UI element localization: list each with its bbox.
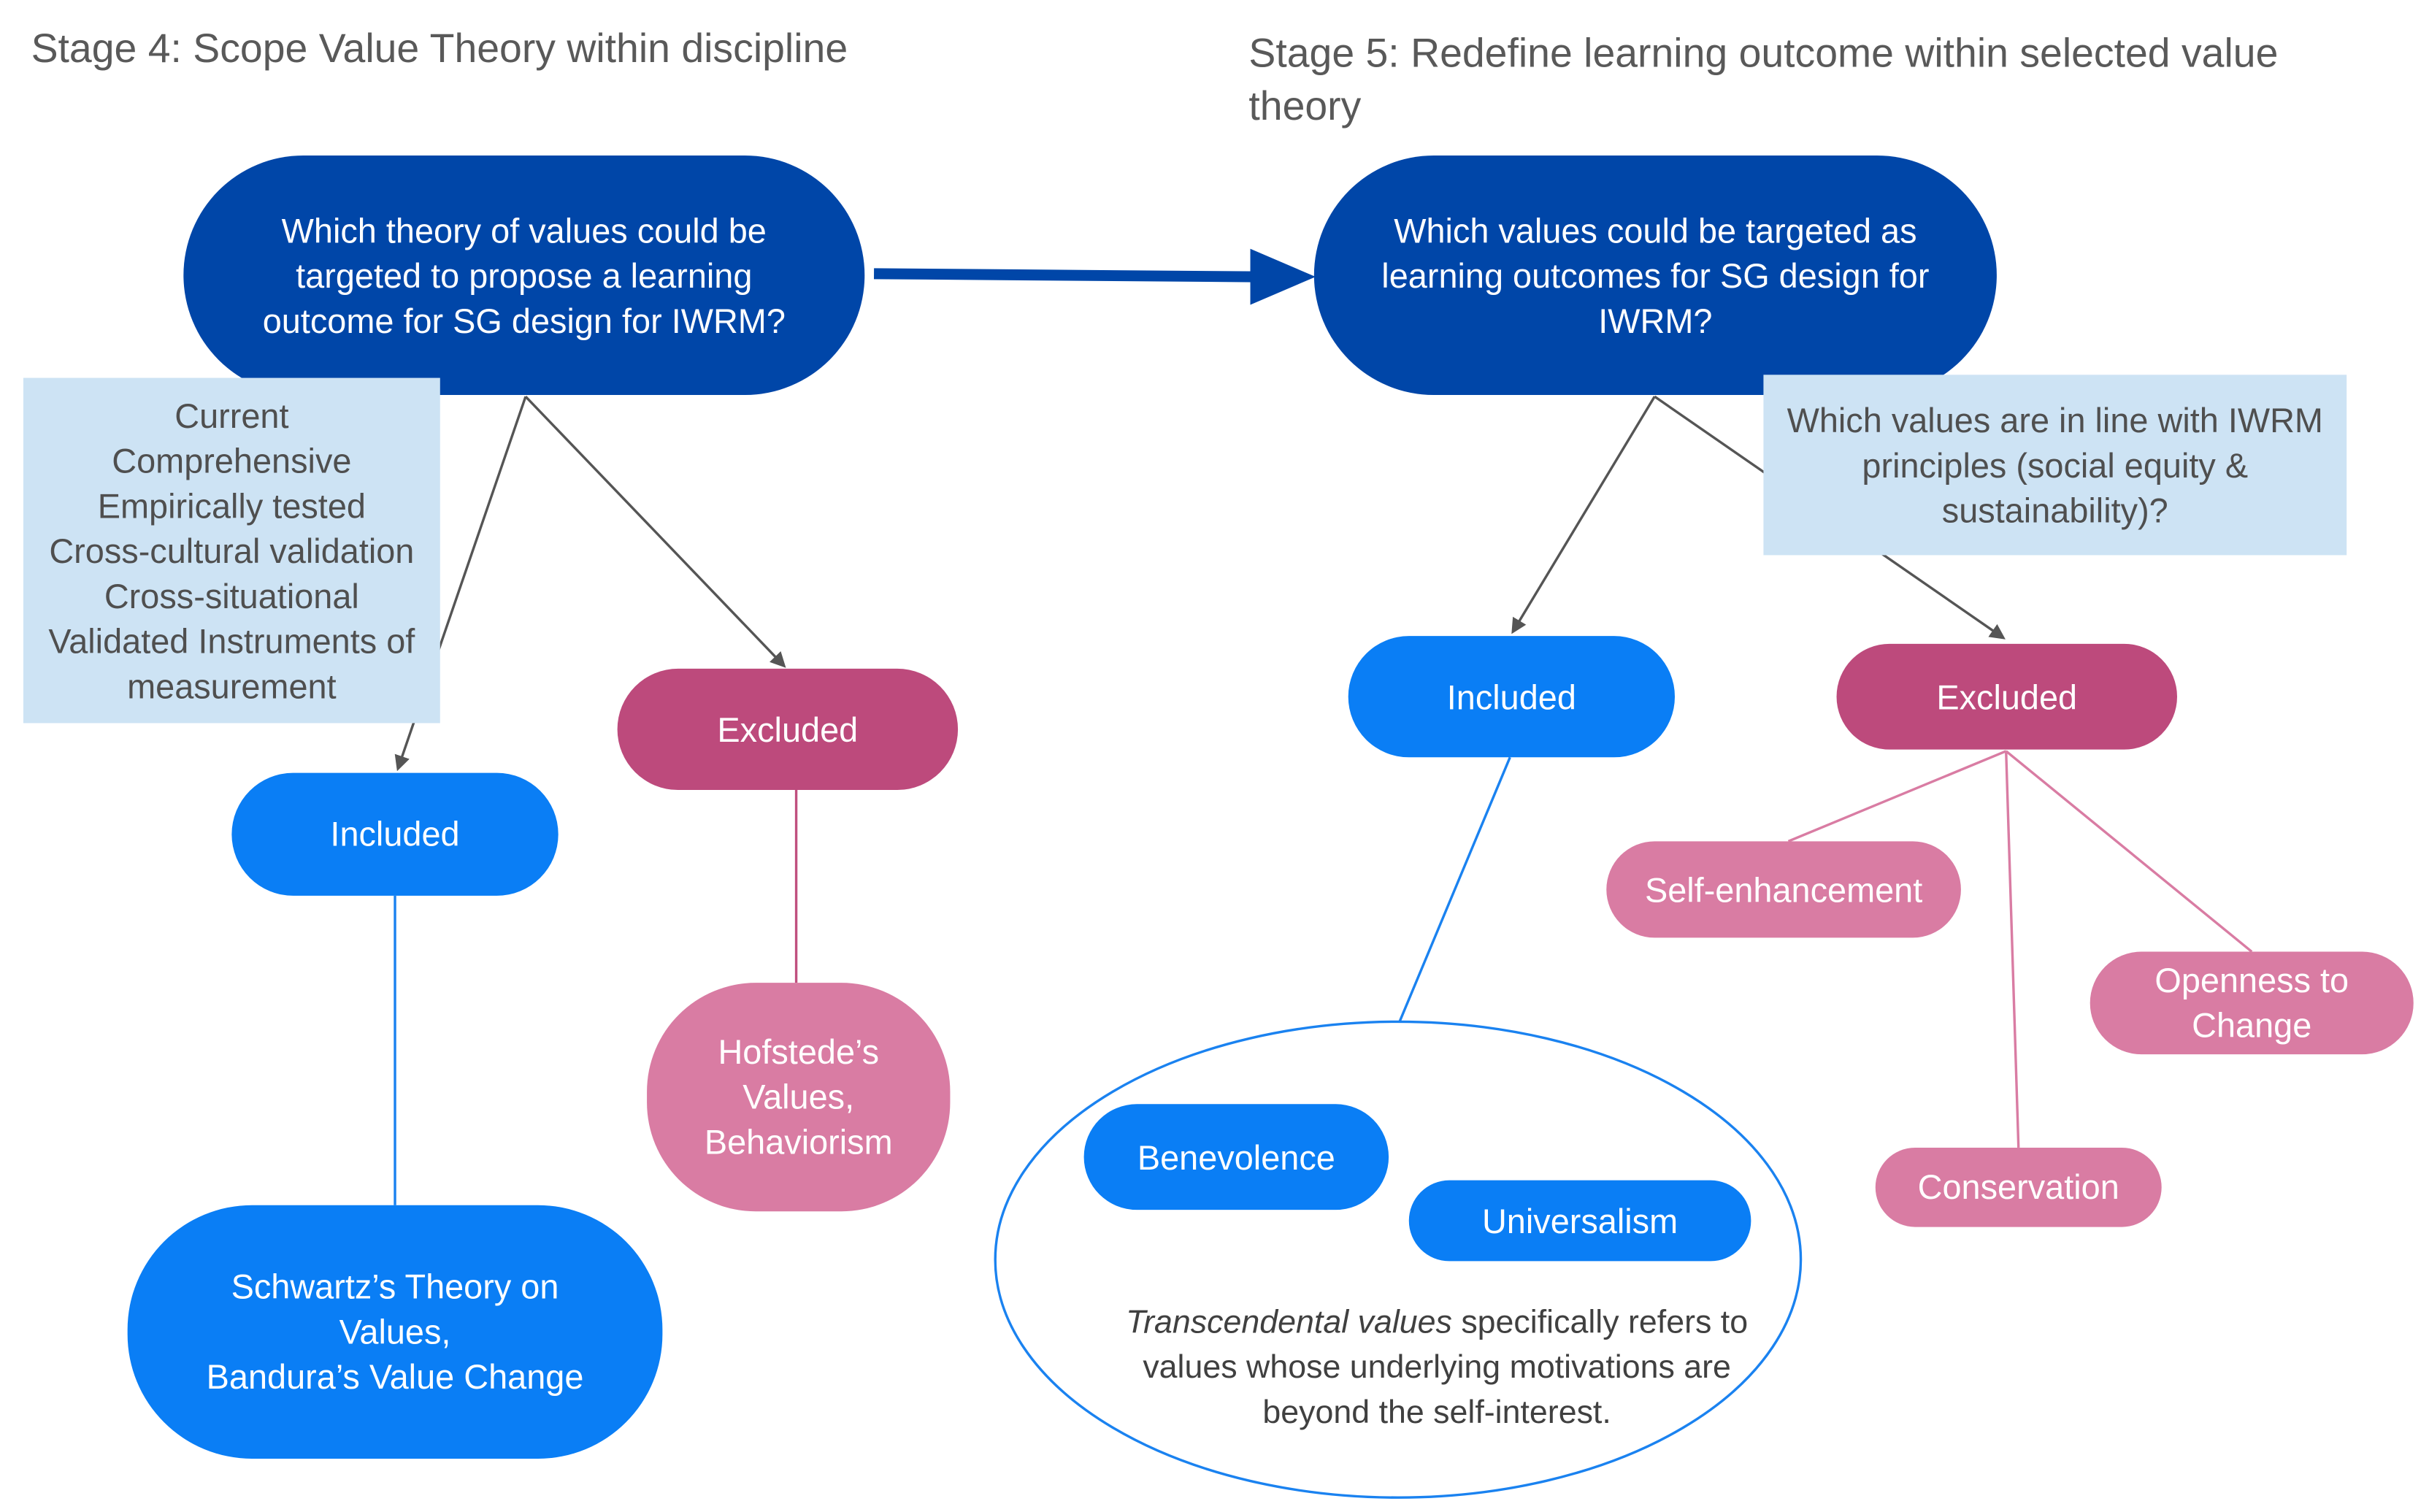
stage5-included-node: Included <box>1348 636 1676 758</box>
transcendental-line-3: beyond the self-interest. <box>1262 1394 1611 1431</box>
stage4-criteria-box: Current Comprehensive Empirically tested… <box>23 377 440 724</box>
conservation-node: Conservation <box>1875 1147 2162 1227</box>
stage-transition-arrow-head <box>1250 248 1316 305</box>
stage5-title: Stage 5: Redefine learning outcome withi… <box>1248 29 2279 129</box>
connector-s5-included-values <box>1398 756 1511 1023</box>
stage5-question-node: Which values could be targeted as learni… <box>1313 156 1997 396</box>
openness-to-change-node: Openness to Change <box>2090 951 2414 1055</box>
benevolence-node: Benevolence <box>1083 1104 1389 1210</box>
stage4-included-node: Included <box>231 772 559 896</box>
transcendental-line-2: values whose underlying motivations are <box>1143 1349 1731 1386</box>
connector-s4-excluded <box>524 395 786 668</box>
universalism-node: Universalism <box>1408 1180 1751 1262</box>
stage4-question-node: Which theory of values could be targeted… <box>183 156 865 396</box>
stage5-criteria-box: Which values are in line with IWRM princ… <box>1763 375 2347 556</box>
self-enhancement-node: Self-enhancement <box>1606 841 1961 938</box>
connector-s5-excluded-openness <box>2005 750 2253 953</box>
connector-s5-excluded-conservation <box>2004 751 2020 1148</box>
schwartz-bandura-node: Schwartz’s Theory on Values, Bandura’s V… <box>127 1205 663 1459</box>
transcendental-values-description: Transcendental values specifically refer… <box>1057 1300 1816 1435</box>
connector-s5-excluded-selfenh <box>1787 750 2007 843</box>
transcendental-term: Transcendental values <box>1126 1305 1452 1341</box>
stage-transition-arrow-shaft <box>873 268 1257 283</box>
stage4-excluded-node: Excluded <box>617 668 959 791</box>
transcendental-line-1: Transcendental values specifically refer… <box>1057 1300 1816 1346</box>
connector-s5-included <box>1511 396 1656 634</box>
transcendental-text-1: specifically refers to <box>1451 1305 1749 1341</box>
stage5-excluded-node: Excluded <box>1836 643 2178 750</box>
hofstede-behaviorism-node: Hofstede’s Values, Behaviorism <box>647 983 951 1212</box>
stage4-title: Stage 4: Scope Value Theory within disci… <box>31 25 848 72</box>
transcendental-values-ellipse <box>994 1020 1803 1499</box>
